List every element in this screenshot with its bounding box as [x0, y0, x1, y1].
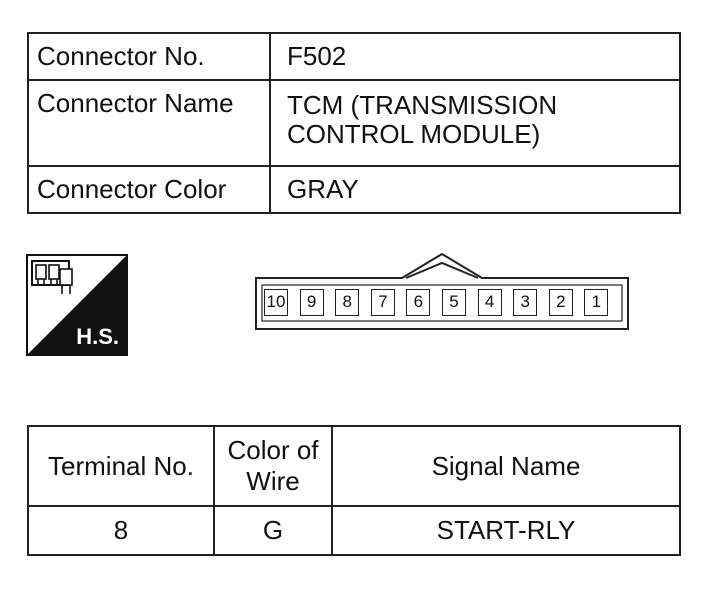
connector-harness-side-icon: H.S. — [26, 254, 128, 356]
connector-pin: 1 — [584, 289, 609, 316]
header-wire-color-line-2: Wire — [246, 466, 300, 496]
terminal-number-cell: 8 — [27, 505, 215, 556]
connector-number-label: Connector No. — [27, 32, 271, 81]
header-signal-name: Signal Name — [331, 425, 681, 507]
connector-name-value: TCM (TRANSMISSION CONTROL MODULE) — [269, 79, 681, 167]
terminal-table-header: Terminal No. Color of Wire Signal Name — [27, 425, 681, 507]
signal-name-cell: START-RLY — [331, 505, 681, 556]
connector-number-row: Connector No. F502 — [27, 32, 681, 81]
terminal-table: Terminal No. Color of Wire Signal Name 8… — [27, 425, 681, 556]
connector-name-label: Connector Name — [27, 79, 271, 167]
connector-pin: 3 — [513, 289, 538, 316]
connector-pin: 5 — [442, 289, 466, 316]
connector-name-line-1: TCM (TRANSMISSION — [287, 90, 558, 120]
connector-number-value: F502 — [269, 32, 681, 81]
connector-pin: 9 — [299, 289, 324, 316]
connector-color-row: Connector Color GRAY — [27, 165, 681, 214]
connector-pin: 4 — [477, 289, 502, 316]
connector-pin: 7 — [370, 289, 395, 316]
wire-color-cell: G — [213, 505, 333, 556]
connector-pin: 6 — [406, 289, 431, 316]
header-wire-color-line-1: Color of — [227, 435, 319, 465]
connector-info-table: Connector No. F502 Connector Name TCM (T… — [27, 32, 681, 214]
connector-pin: 8 — [335, 289, 360, 316]
header-terminal-no: Terminal No. — [27, 425, 215, 507]
connector-color-value: GRAY — [269, 165, 681, 214]
header-wire-color: Color of Wire — [213, 425, 333, 507]
harness-side-label: H.S. — [76, 324, 119, 349]
connector-pin: 10 — [264, 289, 288, 316]
connector-name-row: Connector Name TCM (TRANSMISSION CONTROL… — [27, 79, 681, 167]
connector-pin: 2 — [548, 289, 573, 316]
table-row: 8 G START-RLY — [27, 505, 681, 556]
connector-color-label: Connector Color — [27, 165, 271, 214]
connector-name-line-2: CONTROL MODULE) — [287, 119, 541, 149]
